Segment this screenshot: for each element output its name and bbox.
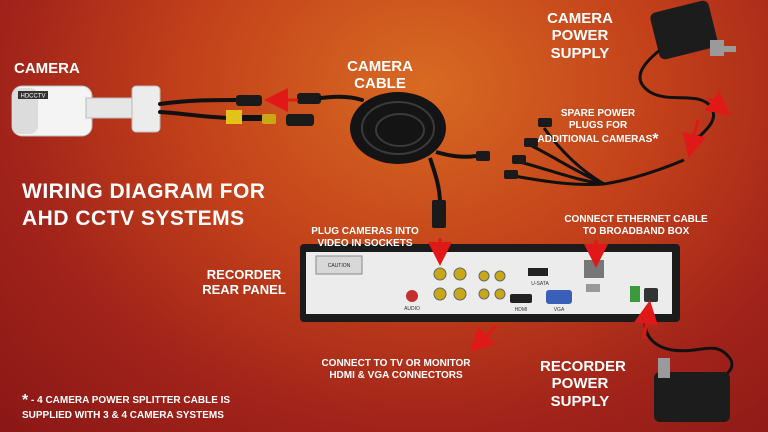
camera-power-line2: POWER	[551, 27, 609, 45]
hdmi-label: HDMI	[515, 307, 528, 313]
recorder-power-line3: SUPPLY	[550, 392, 610, 410]
camera-cable-label: CAMERA CABLE	[340, 58, 420, 93]
footnote: * - 4 CAMERA POWER SPLITTER CABLE IS SUP…	[22, 392, 230, 422]
title-line1: WIRING DIAGRAM FOR	[22, 180, 266, 203]
camera-cable-line2: CABLE	[354, 75, 406, 93]
camera-leads	[158, 93, 364, 126]
camera-power-line3: SUPPLY	[550, 44, 610, 62]
ethernet-line1: CONNECT ETHERNET CABLE	[564, 214, 708, 225]
dc-power-socket	[644, 288, 658, 302]
diagram-title: WIRING DIAGRAM FOR AHD CCTV SYSTEMS	[22, 178, 265, 233]
footnote-line1-text: - 4 CAMERA POWER SPLITTER CABLE IS	[31, 395, 231, 406]
camera-label: CAMERA	[14, 60, 80, 77]
ethernet-label: CONNECT ETHERNET CABLE TO BROADBAND BOX	[556, 214, 716, 237]
plug-cameras-label: PLUG CAMERAS INTO VIDEO IN SOCKETS	[300, 226, 430, 249]
recorder-rear-line1: RECORDER	[206, 267, 282, 282]
recorder-power-line1: RECORDER	[540, 358, 626, 375]
plug-cameras-line1: PLUG CAMERAS INTO	[311, 226, 419, 237]
audio-out-label: AUDIO	[404, 306, 420, 312]
ethernet-port	[584, 260, 604, 278]
footnote-line1: * - 4 CAMERA POWER SPLITTER CABLE IS	[22, 392, 230, 410]
vga-port	[546, 290, 572, 304]
spare-power-line3: ADDITIONAL CAMERAS*	[528, 131, 668, 149]
camera-cable-coil	[350, 92, 490, 228]
recorder-rear-panel-label: RECORDER REAR PANEL	[192, 267, 296, 298]
tv-monitor-line1: CONNECT TO TV OR MONITOR	[321, 358, 471, 369]
ethernet-line2: TO BROADBAND BOX	[582, 225, 690, 237]
tv-monitor-line2: HDMI & VGA CONNECTORS	[329, 369, 463, 381]
recorder: CAUTION AUDIO U-SATA HDMI VGA	[300, 244, 680, 322]
spare-power-star: *	[652, 131, 659, 148]
plug-cameras-line2: VIDEO IN SOCKETS	[317, 237, 413, 249]
camera-power-supply-label: CAMERA POWER SUPPLY	[540, 10, 620, 62]
indicator-arrows	[264, 88, 731, 353]
tv-monitor-label: CONNECT TO TV OR MONITOR HDMI & VGA CONN…	[306, 358, 486, 381]
hdmi-port	[510, 294, 532, 303]
camera-power-line1: CAMERA	[547, 10, 613, 27]
power-splitter-cable	[504, 118, 685, 187]
cctv-camera: HDCCTV	[11, 85, 161, 137]
camera-brand-label: HDCCTV	[21, 94, 46, 100]
footnote-star: *	[22, 392, 29, 409]
spare-power-plugs-label: SPARE POWER PLUGS FOR ADDITIONAL CAMERAS…	[528, 108, 668, 149]
recorder-power-supply	[643, 311, 734, 422]
spare-power-line3-text: ADDITIONAL CAMERAS	[537, 134, 653, 145]
spare-power-line2: PLUGS FOR	[568, 119, 628, 131]
usata-label: U-SATA	[531, 281, 549, 287]
camera-cable-line1: CAMERA	[347, 58, 413, 75]
recorder-rear-line2: REAR PANEL	[202, 281, 286, 297]
spare-power-line1: SPARE POWER	[560, 108, 636, 119]
title-line2: AHD CCTV SYSTEMS	[22, 207, 245, 231]
power-terminal	[630, 286, 640, 302]
caution-label: CAUTION	[328, 263, 351, 269]
footnote-line2: SUPPLIED WITH 3 & 4 CAMERA SYSTEMS	[22, 410, 224, 422]
video-in-sockets	[433, 267, 506, 301]
recorder-power-line2: POWER	[551, 375, 609, 393]
vga-label: VGA	[554, 307, 565, 313]
recorder-power-supply-label: RECORDER POWER SUPPLY	[540, 358, 626, 410]
